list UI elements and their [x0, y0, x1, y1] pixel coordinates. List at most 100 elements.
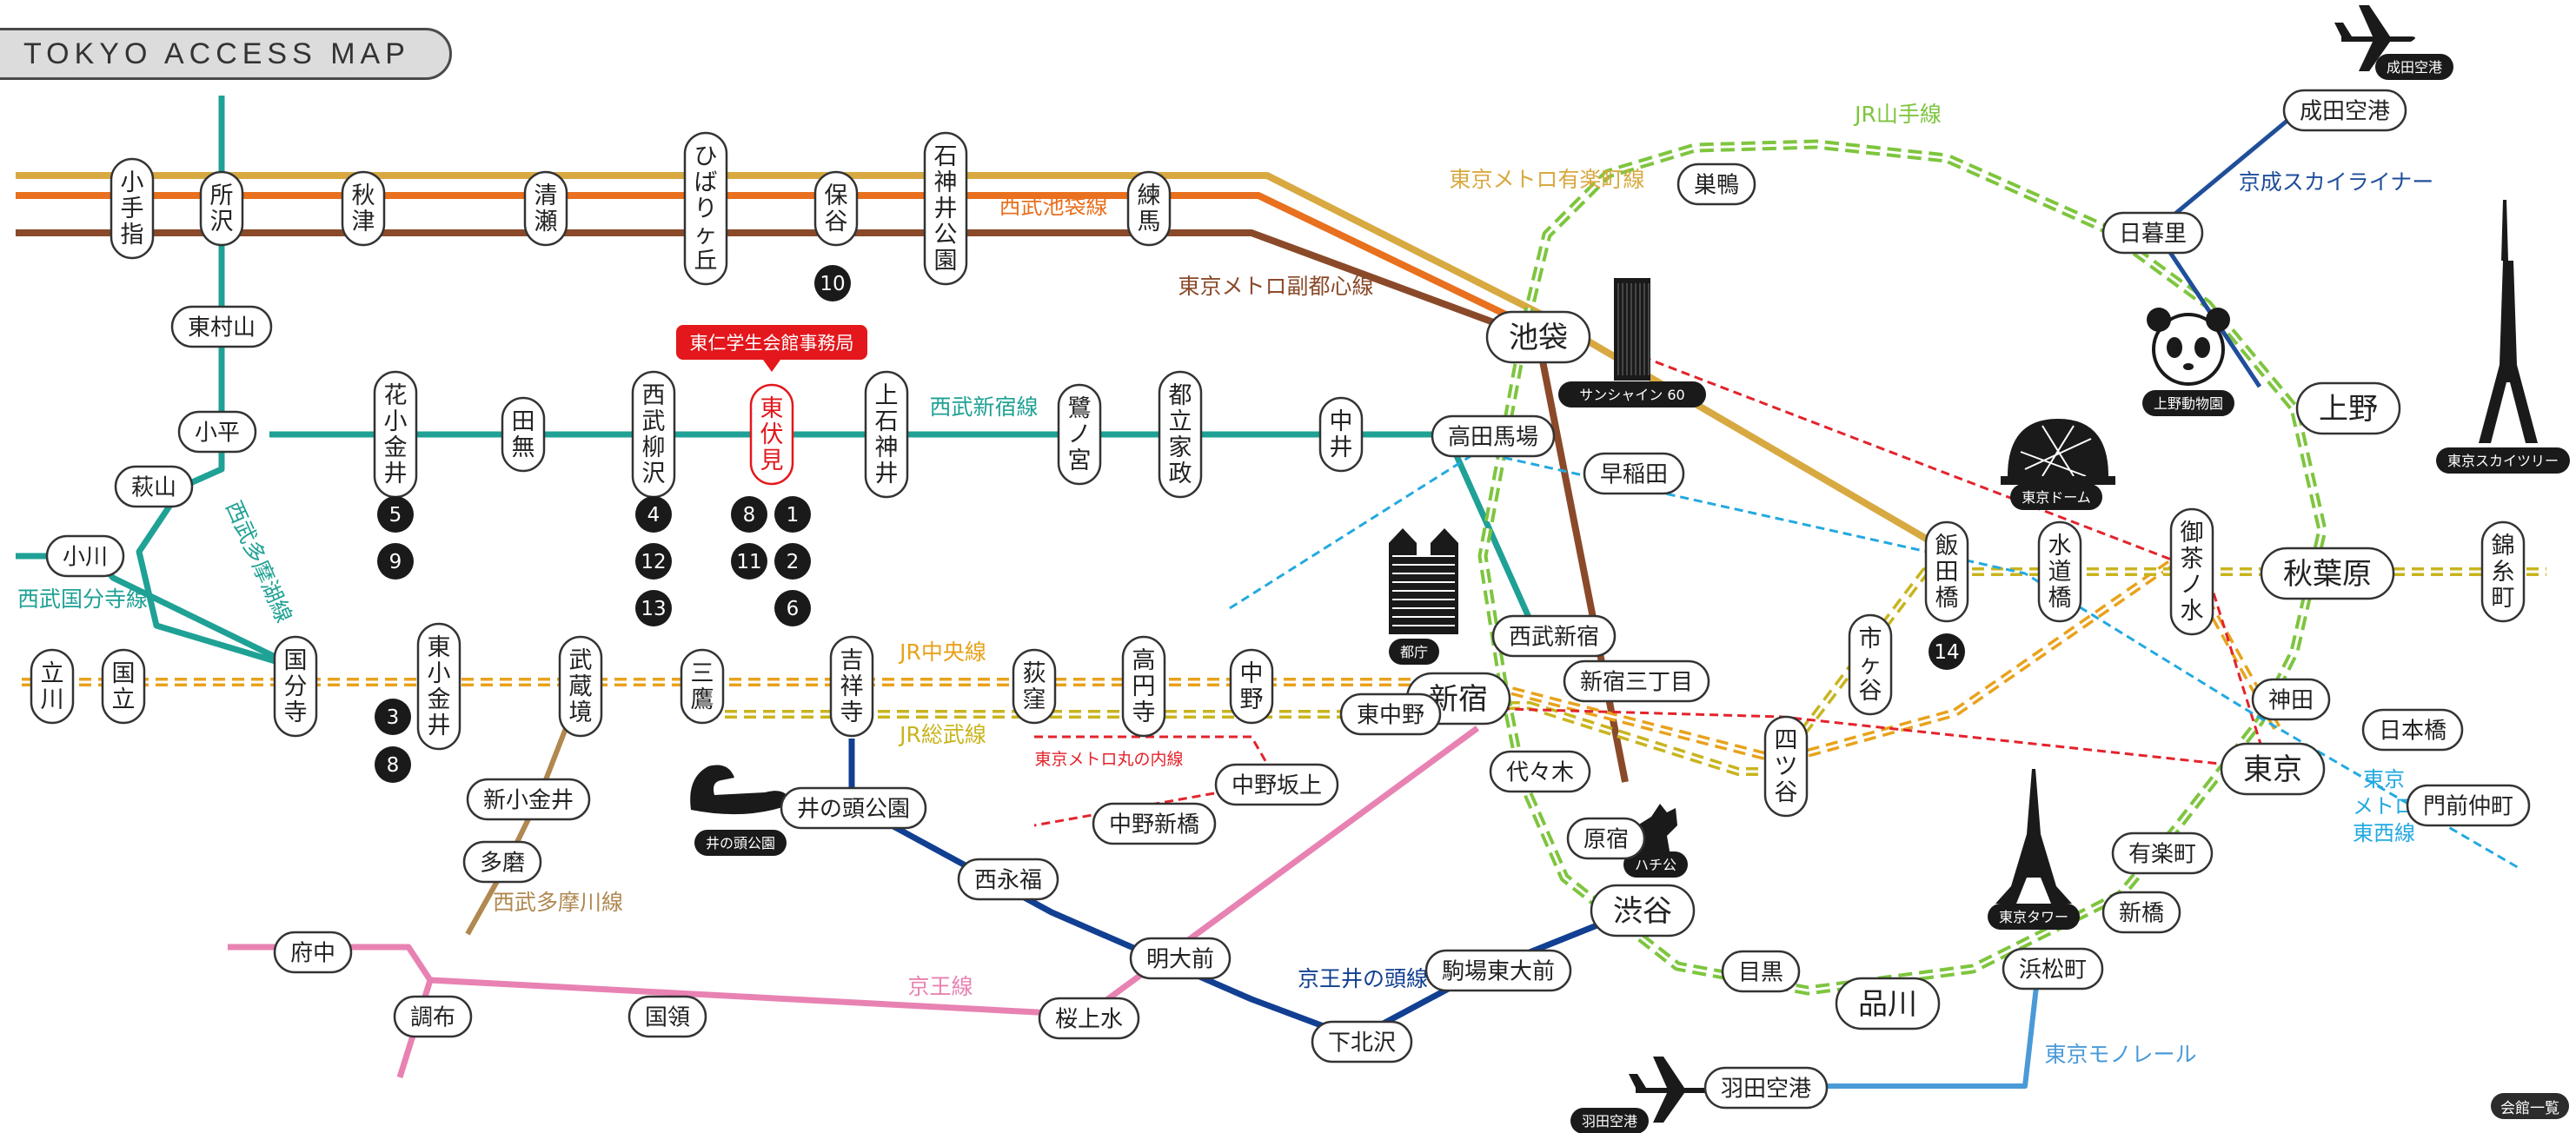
station-都立家政[interactable]: 都立家政 [1158, 370, 1203, 499]
station-吉祥寺[interactable]: 吉祥寺 [829, 635, 874, 738]
station-水道橋[interactable]: 水道橋 [2037, 520, 2082, 623]
station-池袋[interactable]: 池袋 [1485, 310, 1591, 364]
hall-marker-3[interactable]: 3 [375, 699, 411, 735]
station-多磨[interactable]: 多磨 [462, 840, 542, 884]
hall-marker-10[interactable]: 10 [814, 265, 851, 301]
station-原宿[interactable]: 原宿 [1566, 817, 1646, 860]
station-練馬[interactable]: 練馬 [1126, 170, 1172, 247]
station-御茶ノ水[interactable]: 御茶ノ水 [2169, 507, 2214, 636]
station-西永福[interactable]: 西永福 [957, 858, 1059, 901]
hall-marker-number: 13 [641, 598, 666, 620]
station-東京[interactable]: 東京 [2220, 742, 2326, 796]
station-新小金井[interactable]: 新小金井 [466, 778, 591, 821]
station-萩山[interactable]: 萩山 [114, 465, 194, 508]
station-上石神井[interactable]: 上石神井 [864, 370, 909, 499]
station-荻窪[interactable]: 荻窪 [1012, 648, 1057, 725]
station-桜上水[interactable]: 桜上水 [1038, 997, 1140, 1040]
station-国分寺[interactable]: 国分寺 [273, 635, 318, 738]
station-pill [199, 170, 244, 247]
station-高田馬場[interactable]: 高田馬場 [1431, 414, 1556, 458]
station-花小金井[interactable]: 花小金井 [373, 370, 418, 499]
station-府中[interactable]: 府中 [273, 931, 353, 974]
station-鷺ノ宮[interactable]: 鷺ノ宮 [1057, 383, 1102, 486]
station-上野[interactable]: 上野 [2295, 381, 2401, 435]
station-西武柳沢[interactable]: 西武柳沢 [631, 370, 676, 499]
hall-marker-6[interactable]: 6 [774, 590, 811, 626]
station-ひばりヶ丘[interactable]: ひばりヶ丘 [683, 131, 728, 286]
station-巣鴨[interactable]: 巣鴨 [1676, 162, 1756, 206]
hall-marker-8[interactable]: 8 [731, 496, 767, 533]
station-中野新橋[interactable]: 中野新橋 [1092, 802, 1217, 845]
station-新橋[interactable]: 新橋 [2101, 891, 2181, 934]
hall-marker-number: 2 [787, 551, 800, 573]
hall-marker-circle [814, 265, 851, 301]
station-東小金井[interactable]: 東小金井 [416, 622, 461, 751]
hall-marker-4[interactable]: 4 [635, 496, 672, 533]
station-清瀬[interactable]: 清瀬 [523, 170, 568, 247]
hall-marker-12[interactable]: 12 [635, 543, 672, 580]
station-小平[interactable]: 小平 [177, 410, 257, 454]
hall-marker-2[interactable]: 2 [774, 543, 811, 580]
station-渋谷[interactable]: 渋谷 [1590, 884, 1696, 938]
station-下北沢[interactable]: 下北沢 [1311, 1020, 1413, 1063]
station-name: 中野坂上 [1232, 772, 1322, 798]
hall-marker-number: 9 [389, 551, 402, 573]
station-日本橋[interactable]: 日本橋 [2361, 708, 2464, 752]
hall-marker-14[interactable]: 14 [1929, 633, 1965, 670]
hall-marker-8[interactable]: 8 [375, 746, 411, 783]
station-目黒[interactable]: 目黒 [1721, 950, 1801, 993]
station-代々木[interactable]: 代々木 [1489, 750, 1591, 793]
station-神田[interactable]: 神田 [2251, 678, 2331, 721]
station-武蔵境[interactable]: 武蔵境 [558, 635, 603, 738]
hall-marker-9[interactable]: 9 [377, 543, 414, 580]
station-東中野[interactable]: 東中野 [1339, 692, 1442, 736]
station-国領[interactable]: 国領 [627, 995, 707, 1038]
station-pill [2169, 507, 2214, 636]
hall-marker-13[interactable]: 13 [635, 590, 672, 626]
station-秋津[interactable]: 秋津 [341, 170, 386, 247]
station-中野[interactable]: 中野 [1229, 648, 1274, 725]
station-羽田空港[interactable]: 羽田空港 [1703, 1066, 1829, 1110]
station-三鷹[interactable]: 三鷹 [680, 648, 725, 725]
station-中野坂上[interactable]: 中野坂上 [1214, 763, 1339, 806]
station-小川[interactable]: 小川 [45, 534, 125, 578]
station-門前仲町[interactable]: 門前仲町 [2406, 784, 2531, 827]
hall-list-button[interactable]: 会館一覧 [2491, 1093, 2569, 1119]
station-品川[interactable]: 品川 [1835, 977, 1941, 1030]
hall-marker-11[interactable]: 11 [731, 543, 767, 580]
station-小手指[interactable]: 小手指 [110, 157, 155, 260]
station-有楽町[interactable]: 有楽町 [2111, 832, 2214, 875]
station-東伏見[interactable]: 東伏見 [749, 383, 794, 486]
station-四ツ谷[interactable]: 四ツ谷 [1763, 715, 1809, 818]
station-飯田橋[interactable]: 飯田橋 [1924, 520, 1969, 623]
station-中井[interactable]: 中井 [1318, 396, 1364, 473]
station-石神井公園[interactable]: 石神井公園 [923, 131, 968, 286]
station-保谷[interactable]: 保谷 [813, 170, 859, 247]
station-日暮里[interactable]: 日暮里 [2101, 211, 2204, 255]
station-name: 西永福 [974, 867, 1042, 893]
station-秋葉原[interactable]: 秋葉原 [2260, 547, 2395, 600]
station-浜松町[interactable]: 浜松町 [2002, 947, 2104, 991]
station-井の頭公園[interactable]: 井の頭公園 [780, 786, 927, 830]
station-新宿三丁目[interactable]: 新宿三丁目 [1563, 659, 1710, 703]
station-西武新宿[interactable]: 西武新宿 [1491, 614, 1617, 658]
hall-marker-1[interactable]: 1 [774, 496, 811, 533]
hall-marker-circle [635, 590, 672, 626]
station-市ヶ谷[interactable]: 市ヶ谷 [1848, 613, 1893, 716]
station-成田空港[interactable]: 成田空港 [2282, 89, 2407, 132]
station-国立[interactable]: 国立 [101, 648, 146, 725]
station-早稲田[interactable]: 早稲田 [1583, 452, 1685, 495]
station-東村山[interactable]: 東村山 [170, 305, 273, 348]
hall-marker-5[interactable]: 5 [377, 496, 414, 533]
station-明大前[interactable]: 明大前 [1129, 937, 1232, 980]
station-pill [923, 131, 968, 286]
station-田無[interactable]: 田無 [501, 396, 546, 473]
station-立川[interactable]: 立川 [30, 648, 75, 725]
station-name: 高田馬場 [1448, 424, 1538, 450]
station-錦糸町[interactable]: 錦糸町 [2480, 520, 2526, 623]
station-調布[interactable]: 調布 [393, 995, 473, 1038]
station-pill [416, 622, 461, 751]
station-高円寺[interactable]: 高円寺 [1121, 635, 1166, 738]
station-駒場東大前[interactable]: 駒場東大前 [1424, 949, 1572, 992]
station-所沢[interactable]: 所沢 [199, 170, 244, 247]
